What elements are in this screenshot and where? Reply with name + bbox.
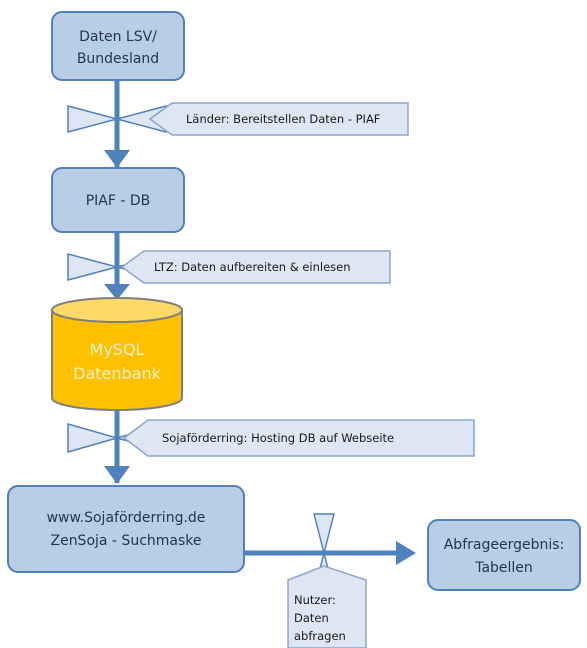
label-nutzer-line2: Daten	[294, 611, 329, 625]
callout-ltz-text: LTZ: Daten aufbereiten & einlesen	[154, 260, 351, 274]
flow-arrowhead-2	[104, 284, 130, 300]
flow-arrowhead-4	[396, 541, 416, 565]
label-nutzer: Nutzer: Daten abfragen	[287, 565, 367, 648]
callout-laender: Länder: Bereitstellen Daten - PIAF	[148, 102, 409, 136]
node-daten-lsv-line1: Daten LSV/	[79, 29, 157, 45]
node-webseite-line1: www.Sojaförderring.de	[47, 510, 206, 526]
node-abfrageergebnis: Abfrageergebnis: Tabellen	[427, 519, 581, 591]
node-daten-lsv-line2: Bundesland	[77, 51, 159, 67]
node-abfrageergebnis-line1: Abfrageergebnis:	[444, 537, 565, 553]
flow-arrowhead-3	[104, 466, 130, 484]
node-piaf-db-label: PIAF - DB	[86, 193, 151, 209]
database-mysql-line1: MySQL	[90, 340, 145, 359]
flow-arrowhead-1	[104, 150, 130, 168]
node-webseite-line2: ZenSoja - Suchmaske	[50, 533, 201, 549]
database-mysql: MySQL Datenbank	[51, 297, 183, 411]
label-nutzer-line1: Nutzer:	[294, 593, 336, 607]
node-webseite: www.Sojaförderring.de ZenSoja - Suchmask…	[7, 485, 245, 573]
label-nutzer-line3: abfragen	[294, 629, 346, 643]
callout-sojafoerderring: Sojaförderring: Hosting DB auf Webseite	[122, 419, 475, 457]
callout-ltz: LTZ: Daten aufbereiten & einlesen	[120, 250, 391, 284]
node-piaf-db: PIAF - DB	[51, 167, 185, 233]
node-daten-lsv: Daten LSV/ Bundesland	[51, 11, 185, 81]
node-abfrageergebnis-line2: Tabellen	[474, 560, 533, 576]
valve-laender	[67, 105, 167, 133]
database-mysql-line2: Datenbank	[73, 364, 161, 383]
callout-sojafoerderring-text: Sojaförderring: Hosting DB auf Webseite	[162, 431, 394, 445]
callout-laender-text: Länder: Bereitstellen Daten - PIAF	[186, 112, 380, 126]
